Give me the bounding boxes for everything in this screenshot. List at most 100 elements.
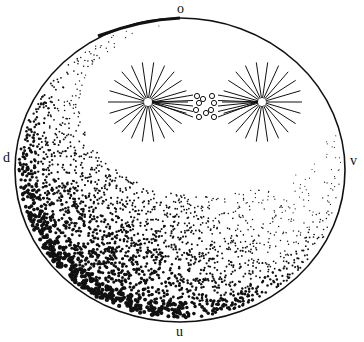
yolk-granule xyxy=(114,43,115,44)
yolk-granule xyxy=(59,199,62,202)
yolk-granule xyxy=(331,169,332,170)
yolk-granule xyxy=(158,277,161,280)
yolk-granule xyxy=(24,205,28,209)
yolk-granule xyxy=(119,207,121,209)
yolk-granule xyxy=(51,163,53,165)
yolk-granule xyxy=(96,55,97,56)
yolk-granule xyxy=(85,257,88,260)
yolk-granule xyxy=(275,215,276,216)
yolk-granule xyxy=(269,278,271,280)
yolk-granule xyxy=(51,153,53,155)
yolk-granule xyxy=(78,60,80,62)
yolk-granule xyxy=(201,232,203,234)
yolk-granule xyxy=(58,131,60,133)
yolk-granule xyxy=(196,215,198,217)
yolk-granule xyxy=(142,310,146,314)
yolk-granule xyxy=(23,156,26,159)
yolk-granule xyxy=(176,280,179,283)
yolk-granule xyxy=(201,252,203,254)
yolk-granule xyxy=(232,218,234,220)
yolk-granule xyxy=(285,210,286,211)
yolk-granule xyxy=(280,206,281,207)
yolk-granule xyxy=(157,219,159,221)
yolk-granule xyxy=(101,202,103,204)
yolk-granule xyxy=(208,201,210,203)
yolk-granule xyxy=(249,284,252,287)
yolk-granule xyxy=(41,96,43,98)
yolk-granule xyxy=(297,265,299,267)
yolk-granule xyxy=(241,287,243,289)
yolk-granule xyxy=(335,197,336,198)
yolk-granule xyxy=(274,268,276,270)
yolk-granule xyxy=(114,261,117,264)
yolk-granule xyxy=(62,122,64,124)
yolk-granule xyxy=(295,250,297,252)
yolk-granule xyxy=(57,108,59,110)
yolk-granule xyxy=(182,278,185,281)
yolk-granule xyxy=(32,193,35,196)
yolk-granule xyxy=(211,312,214,315)
yolk-granule xyxy=(215,217,217,219)
yolk-granule xyxy=(87,152,89,154)
yolk-granule xyxy=(199,299,202,302)
yolk-granule xyxy=(332,146,333,147)
yolk-granule xyxy=(43,106,45,108)
yolk-granule xyxy=(154,208,156,210)
yolk-granule xyxy=(147,192,149,194)
yolk-granule xyxy=(196,296,199,299)
yolk-granule xyxy=(121,276,124,279)
yolk-granule xyxy=(166,290,169,293)
yolk-granule xyxy=(121,223,123,225)
yolk-granule xyxy=(134,206,136,208)
yolk-granule xyxy=(175,248,177,250)
yolk-granule xyxy=(25,130,28,133)
yolk-granule xyxy=(136,192,138,194)
yolk-granule xyxy=(95,220,98,223)
yolk-granule xyxy=(296,257,298,259)
yolk-granule xyxy=(75,104,77,106)
yolk-granule xyxy=(40,204,43,207)
yolk-granule xyxy=(216,227,218,229)
yolk-granule xyxy=(60,199,63,202)
yolk-granule xyxy=(241,255,243,257)
yolk-granule xyxy=(171,230,173,232)
yolk-granule xyxy=(250,249,252,251)
yolk-granule xyxy=(296,253,298,255)
yolk-granule xyxy=(33,171,36,174)
yolk-granule xyxy=(78,263,81,266)
yolk-granule xyxy=(273,196,274,197)
yolk-granule xyxy=(312,243,314,245)
yolk-granule xyxy=(102,200,104,202)
yolk-granule xyxy=(82,175,84,177)
yolk-granule xyxy=(235,230,237,232)
yolk-granule xyxy=(106,242,109,245)
yolk-granule xyxy=(238,305,241,308)
yolk-granule xyxy=(97,192,99,194)
yolk-granule xyxy=(112,180,114,182)
yolk-granule xyxy=(122,203,124,205)
yolk-granule xyxy=(194,211,196,213)
yolk-granule xyxy=(295,191,296,192)
yolk-granule xyxy=(66,211,69,214)
yolk-granule xyxy=(67,206,70,209)
yolk-granule xyxy=(240,265,242,267)
yolk-granule xyxy=(168,245,170,247)
yolk-granule xyxy=(33,126,35,128)
yolk-granule xyxy=(144,242,146,244)
yolk-granule xyxy=(233,211,235,213)
yolk-granule xyxy=(140,277,143,280)
yolk-granule xyxy=(62,164,64,166)
yolk-granule xyxy=(44,94,46,96)
yolk-granule xyxy=(268,264,270,266)
yolk-granule xyxy=(249,283,251,285)
yolk-granule xyxy=(82,220,85,223)
yolk-granule xyxy=(117,274,120,277)
yolk-granule xyxy=(218,299,221,302)
yolk-granule xyxy=(123,287,126,290)
yolk-granule xyxy=(239,281,241,283)
yolk-granule xyxy=(239,296,242,299)
yolk-granule xyxy=(151,256,153,258)
yolk-granule xyxy=(90,53,91,54)
yolk-granule xyxy=(220,297,223,300)
yolk-granule xyxy=(255,247,257,249)
